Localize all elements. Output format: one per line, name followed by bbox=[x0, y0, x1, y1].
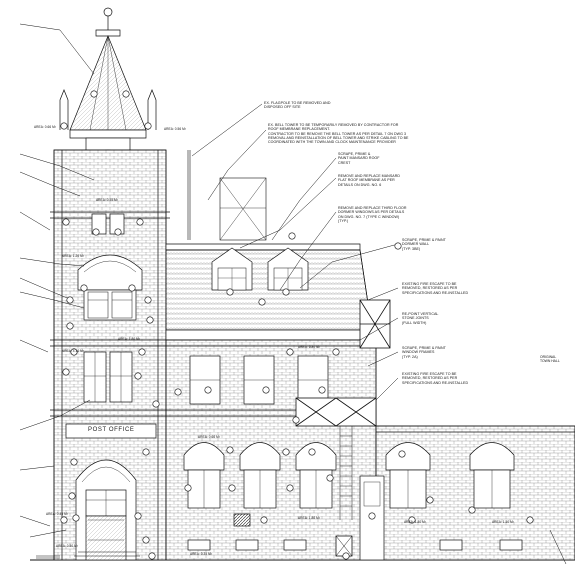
note-fire-escape-upper: EXISTING FIRE ESCAPE TO BE REMOVED, REST… bbox=[402, 282, 469, 295]
area-label: AREA: 1.50 m² bbox=[492, 520, 514, 524]
ground-hatch bbox=[36, 555, 60, 559]
note-window-frames: SCRAPE, PRIME & PAINT WINDOW FRAMES (TYP… bbox=[402, 346, 446, 359]
note-bell-tower: EX. BELL TOWER TO BE TEMPORARILY REMOVED… bbox=[268, 123, 409, 145]
area-label: AREA: 0.56 m² bbox=[164, 127, 186, 131]
note-dormer-wall: SCRAPE, PRIME & PAINT DORMER WALL (TYP. … bbox=[402, 238, 446, 251]
mansard-roof bbox=[165, 243, 377, 341]
original-town-hall-label: ORIGINAL TOWN HALL bbox=[540, 355, 560, 363]
area-label: AREA: 1.80 m² bbox=[298, 516, 320, 520]
area-label: AREA: 0.66 m² bbox=[34, 125, 56, 129]
callout-leaders bbox=[19, 23, 567, 565]
area-label: AREA: 4.10 m² bbox=[62, 349, 84, 353]
area-label: AREA: 1.20 m² bbox=[62, 254, 84, 258]
area-label: AREA: 5.80 m² bbox=[298, 345, 320, 349]
area-label: AREA: 1.80 m² bbox=[118, 337, 140, 341]
note-repoint-stone: RE-POINT VERTICAL STONE JOINTS (FULL WID… bbox=[402, 312, 439, 325]
post-office-sign: POST OFFICE bbox=[88, 427, 135, 433]
area-label: AREA: 0.45 m² bbox=[46, 512, 68, 516]
reference-bubbles bbox=[60, 90, 534, 560]
note-flagpole: EX. FLAGPOLE TO BE REMOVED AND DISPOSED … bbox=[264, 101, 331, 110]
area-label: AREA: 0.60 m² bbox=[198, 435, 220, 439]
note-fire-escape-lower: EXISTING FIRE ESCAPE TO BE REMOVED, REST… bbox=[402, 372, 469, 385]
right-wing bbox=[359, 425, 575, 561]
note-mansard-crest: SCRAPE, PRIME & PAINT MANSARD ROOF CREST bbox=[338, 152, 380, 165]
bell-tower-frame bbox=[187, 150, 267, 241]
note-mansard-membrane: REMOVE AND REPLACE MANSARD FLAT ROOF MEM… bbox=[338, 174, 401, 187]
main-facade bbox=[165, 339, 377, 561]
clock-tower bbox=[50, 7, 170, 561]
area-label: AREA: 0.50 m² bbox=[56, 544, 78, 548]
area-label: AREA: 1.80 m² bbox=[404, 520, 426, 524]
area-label: AREA: 0.35 m² bbox=[190, 552, 212, 556]
area-label: AREA: 0.55 m² bbox=[96, 198, 118, 202]
note-dormer-windows: REMOVE AND REPLACE THIRD FLOOR DORMER WI… bbox=[338, 206, 407, 223]
fire-escape bbox=[295, 299, 391, 557]
